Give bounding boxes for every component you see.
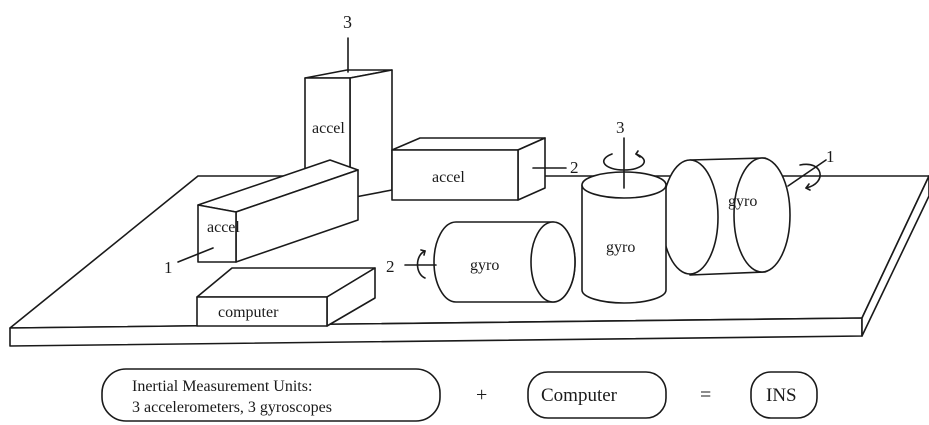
gyro-front-label: gyro (470, 257, 499, 274)
accel-left-box: accel (197, 159, 359, 263)
equals-sign: = (700, 384, 711, 406)
gyro-middle-cylinder: gyro (581, 171, 667, 304)
gyro-right-cylinder: gyro (661, 157, 791, 276)
plus-sign: + (476, 384, 487, 406)
gyro-right-label: gyro (728, 193, 757, 210)
accel-horizontal-label: accel (432, 169, 465, 186)
computer-equation-box (527, 371, 667, 419)
ins-label: INS (766, 385, 797, 406)
accel-axis-1-line (177, 247, 214, 263)
gyro-right-axis-label: 1 (826, 147, 835, 166)
gyro-right-axis-line (787, 159, 827, 187)
accel-axis-1-label: 1 (164, 258, 173, 277)
gyro-front-rotation-arrow (416, 250, 426, 279)
ins-box (750, 371, 818, 419)
accel-vertical-label: accel (312, 120, 345, 137)
gyro-right-rotation-arrow (799, 163, 821, 189)
accel-axis-2-label: 2 (570, 158, 579, 177)
imu-line-2: 3 accelerometers, 3 gyroscopes (132, 399, 332, 416)
vertical-axis-label: 3 (343, 12, 352, 32)
equation-row: Inertial Measurement Units: 3 accelerome… (101, 368, 818, 422)
computer-box: computer (196, 267, 376, 327)
accel-horizontal-box: accel (391, 137, 546, 201)
gyro-middle-label: gyro (606, 239, 635, 256)
computer-box-label: computer (218, 304, 279, 321)
gyro-front-cylinder: gyro (433, 221, 576, 303)
gyro-front-axis-label: 2 (386, 257, 395, 276)
computer-equation-label: Computer (541, 385, 618, 406)
gyro-middle-axis-label: 3 (616, 118, 625, 137)
imu-box (101, 368, 441, 422)
imu-line-1: Inertial Measurement Units: (132, 378, 312, 395)
gyro-middle-rotation-arrow (602, 153, 646, 171)
accel-left-label: accel (207, 219, 240, 236)
